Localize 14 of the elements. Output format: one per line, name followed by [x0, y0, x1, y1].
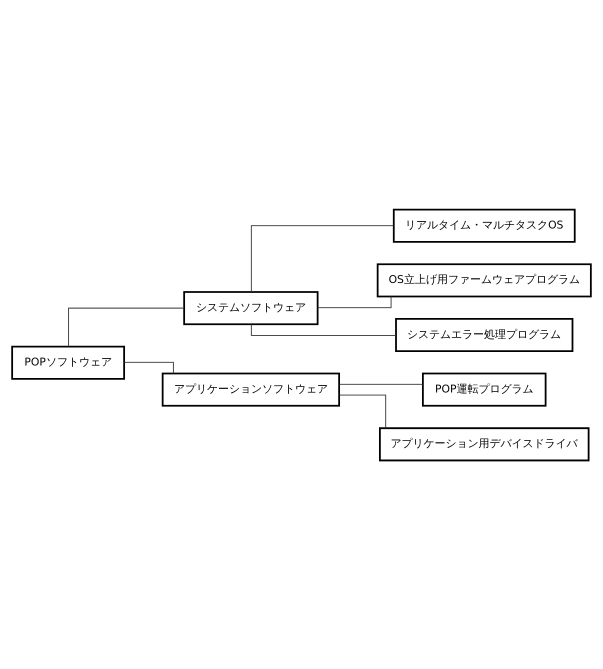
node-box: アプリケーションソフトウェア — [162, 372, 340, 406]
node-box: OS立上げ用ファームウェアプログラム — [376, 262, 592, 297]
node-box: リアルタイム・マルチタスクOS — [392, 208, 576, 242]
node-box: POP運転プログラム — [422, 372, 546, 406]
node-box: POPソフトウェア — [11, 345, 126, 380]
connector — [250, 323, 396, 336]
node-box: システムエラー処理プログラム — [395, 317, 574, 352]
node-box: システムソフトウェア — [183, 290, 319, 325]
connector — [68, 307, 184, 346]
connector — [339, 383, 424, 384]
connector — [338, 394, 386, 428]
node-box: アプリケーション用デバイスドライバ — [379, 426, 590, 461]
connector — [124, 361, 174, 374]
connector — [250, 224, 394, 292]
